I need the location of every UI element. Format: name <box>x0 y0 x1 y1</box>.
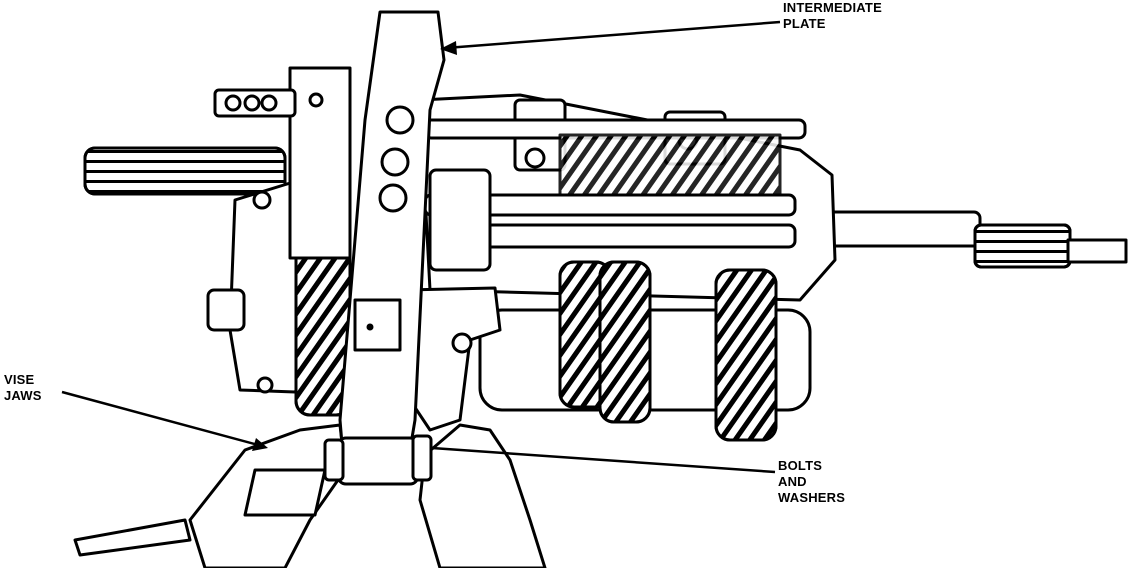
output-shaft <box>818 210 1128 269</box>
helical-gears <box>294 133 782 442</box>
bolts-and-washers-label-line-1: BOLTS <box>778 458 823 473</box>
bolts-and-washers-label-line-3: WASHERS <box>778 490 846 505</box>
vise-jaws-label-line-2: JAWS <box>4 388 42 403</box>
input-shaft <box>83 146 287 196</box>
arrowhead-intermediate-plate <box>440 41 457 55</box>
vise-jaws-label-line-1: VISE <box>4 372 35 387</box>
leader-intermediate-plate <box>445 20 781 50</box>
bolts-and-washers-label-line-2: AND <box>778 474 807 489</box>
leader-lines <box>61 20 781 474</box>
intermediate-plate-label-line-2: PLATE <box>783 16 826 31</box>
leader-bolts-and-washers <box>431 446 776 474</box>
intermediate-plate-label: INTERMEDIATE PLATE <box>783 0 882 32</box>
shift-block <box>213 66 352 260</box>
intermediate-plate-label-line-1: INTERMEDIATE <box>783 0 882 15</box>
arrowhead-vise-jaws <box>252 438 268 451</box>
vise-jaws <box>73 423 547 568</box>
bolts-and-washers <box>323 434 433 486</box>
leader-vise-jaws <box>61 390 263 448</box>
vise-jaws-label: VISE JAWS <box>4 372 42 404</box>
bolts-and-washers-label: BOLTS AND WASHERS <box>778 458 845 506</box>
